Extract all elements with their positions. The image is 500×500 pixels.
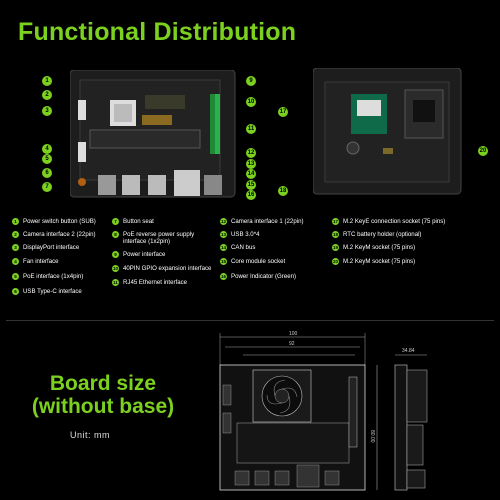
dim-width-total: 100 <box>289 331 298 337</box>
legend-label: 40PIN GPIO expansion interface <box>123 265 212 272</box>
legend-number-11: 11 <box>112 279 119 286</box>
marker-1: 1 <box>42 76 52 86</box>
marker-3: 3 <box>42 106 52 116</box>
legend-item-17: 17 M.2 KeyE connection socket (75 pins) <box>332 218 492 225</box>
legend-label: USB Type-C interface <box>23 288 82 295</box>
legend-item-18: 18 RTC battery holder (optional) <box>332 231 492 238</box>
legend-number-8: 8 <box>112 231 119 238</box>
legend-item-10: 10 40PIN GPIO expansion interface <box>112 265 212 272</box>
legend-label: Button seat <box>123 218 154 225</box>
legend-item-6: 6 USB Type-C interface <box>12 288 112 295</box>
legend-label: USB 3.0*4 <box>231 231 260 238</box>
dim-side-depth: 34.84 <box>402 348 415 354</box>
legend-item-16: 16 Power Indicator (Green) <box>220 273 320 280</box>
marker-9: 9 <box>246 76 256 86</box>
marker-17: 17 <box>278 107 288 117</box>
legend-label: Power switch button (SUB) <box>23 218 96 225</box>
marker-7: 7 <box>42 182 52 192</box>
legend: 1 Power switch button (SUB) 2 Camera interf… <box>12 218 492 308</box>
legend-label: RJ45 Ethernet interface <box>123 279 188 286</box>
marker-16: 16 <box>246 190 256 200</box>
board-size-title-text: Board size(without base) <box>31 372 175 418</box>
legend-number-5: 5 <box>12 273 19 280</box>
unit-label: Unit: mm <box>70 430 110 440</box>
legend-number-18: 18 <box>332 231 339 238</box>
legend-item-14: 14 CAN bus <box>220 244 320 251</box>
marker-15: 15 <box>246 180 256 190</box>
board-bottom-view <box>313 68 462 195</box>
legend-number-1: 1 <box>12 218 19 225</box>
divider <box>6 320 494 321</box>
legend-label: M.2 KeyM socket (75 pins) <box>343 258 416 265</box>
legend-number-2: 2 <box>12 231 19 238</box>
legend-label: Power Indicator (Green) <box>231 273 297 280</box>
dimension-drawing: 100 92 80.00 34.84 <box>219 331 428 491</box>
marker-4: 4 <box>42 144 52 154</box>
legend-label: M.2 KeyM socket (75 pins) <box>343 244 416 251</box>
legend-number-9: 9 <box>112 251 119 258</box>
board-size-title: Board size(without base) <box>18 372 188 418</box>
legend-label: DisplayPort interface <box>23 244 80 251</box>
legend-item-19: 19 M.2 KeyM socket (75 pins) <box>332 244 492 251</box>
legend-item-15: 15 Core module socket <box>220 258 320 265</box>
legend-label: PoE reverse power supply interface (1x2p… <box>123 231 195 245</box>
legend-number-12: 12 <box>220 218 227 225</box>
dim-height: 80.00 <box>369 430 375 443</box>
legend-number-10: 10 <box>112 265 119 272</box>
legend-label: Fan interface <box>23 258 59 265</box>
legend-item-1: 1 Power switch button (SUB) <box>12 218 112 225</box>
legend-item-11: 11 RJ45 Ethernet interface <box>112 279 212 286</box>
marker-10: 10 <box>246 97 256 107</box>
legend-label: CAN bus <box>231 244 256 251</box>
legend-number-4: 4 <box>12 258 19 265</box>
dim-width-inner: 92 <box>289 341 295 347</box>
legend-number-15: 15 <box>220 258 227 265</box>
marker-18: 18 <box>278 186 288 196</box>
legend-item-2: 2 Camera interface 2 (22pin) <box>12 231 112 238</box>
legend-label: Power interface <box>123 251 166 258</box>
marker-14: 14 <box>246 169 256 179</box>
legend-number-6: 6 <box>12 288 19 295</box>
legend-item-20: 20 M.2 KeyM socket (75 pins) <box>332 258 492 265</box>
legend-number-20: 20 <box>332 258 339 265</box>
legend-label: Camera interface 2 (22pin) <box>23 231 96 238</box>
marker-20: 20 <box>478 146 488 156</box>
legend-label: PoE interface (1x4pin) <box>23 273 84 280</box>
legend-label: M.2 KeyE connection socket (75 pins) <box>343 218 446 225</box>
marker-11: 11 <box>246 124 256 134</box>
legend-label: RTC battery holder (optional) <box>343 231 422 238</box>
legend-number-13: 13 <box>220 231 227 238</box>
legend-number-3: 3 <box>12 244 19 251</box>
legend-item-3: 3 DisplayPort interface <box>12 244 112 251</box>
legend-number-16: 16 <box>220 273 227 280</box>
marker-12: 12 <box>246 148 256 158</box>
board-top-view <box>70 70 236 198</box>
legend-item-5: 5 PoE interface (1x4pin) <box>12 273 112 280</box>
legend-number-14: 14 <box>220 244 227 251</box>
legend-label: Core module socket <box>231 258 286 265</box>
legend-item-12: 12 Camera interface 1 (22pin) <box>220 218 320 225</box>
legend-label: Camera interface 1 (22pin) <box>231 218 304 225</box>
legend-item-13: 13 USB 3.0*4 <box>220 231 320 238</box>
legend-item-7: 7 Button seat <box>112 218 212 225</box>
legend-item-4: 4 Fan interface <box>12 258 112 265</box>
legend-number-7: 7 <box>112 218 119 225</box>
marker-6: 6 <box>42 168 52 178</box>
legend-number-17: 17 <box>332 218 339 225</box>
marker-2: 2 <box>42 90 52 100</box>
legend-item-8: 8 PoE reverse power supply interface (1x2… <box>112 231 212 245</box>
marker-13: 13 <box>246 159 256 169</box>
page-title: Functional Distribution <box>18 18 297 46</box>
legend-number-19: 19 <box>332 244 339 251</box>
marker-5: 5 <box>42 154 52 164</box>
legend-item-9: 9 Power interface <box>112 251 212 258</box>
